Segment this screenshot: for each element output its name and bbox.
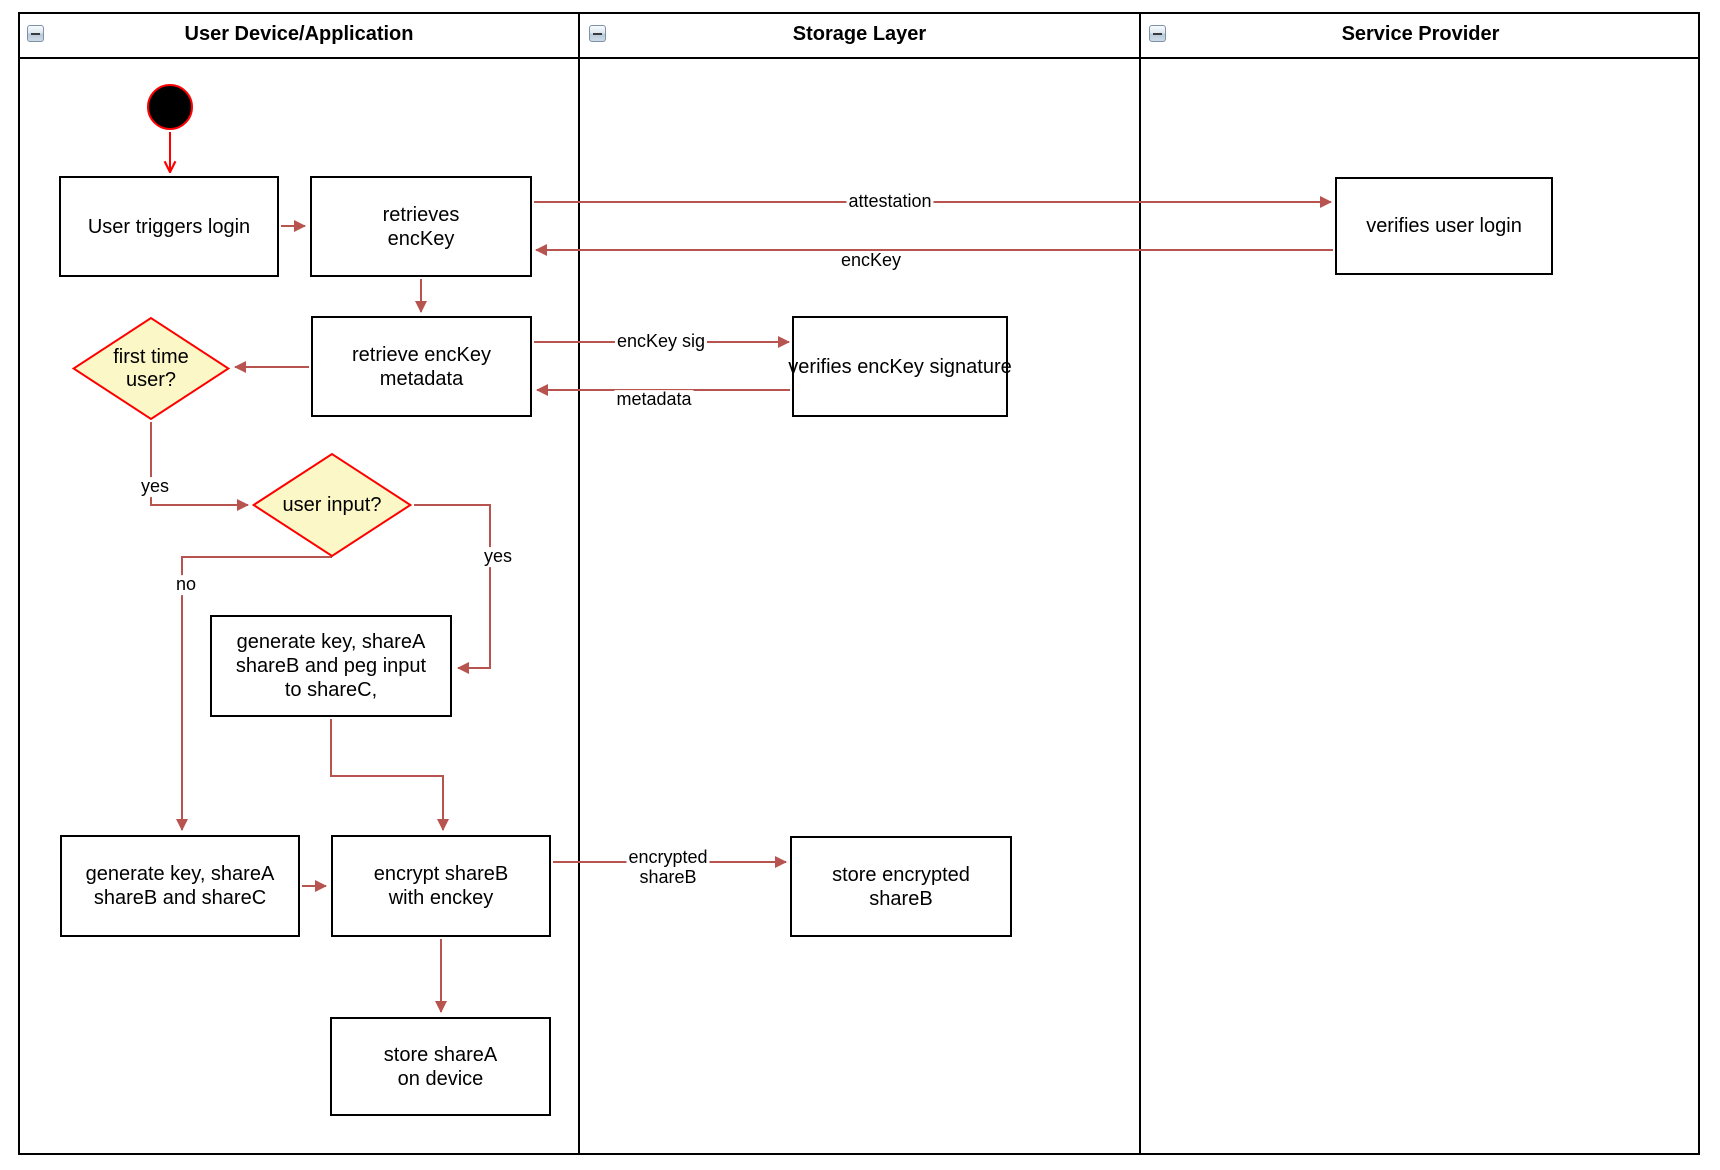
collapse-lane-button[interactable] — [589, 25, 606, 42]
connector-user-input-no[interactable] — [176, 556, 332, 831]
activity-retrieves-enckey[interactable]: retrieves encKey — [310, 176, 532, 277]
activity-verifies-user-login[interactable]: verifies user login — [1335, 177, 1553, 275]
activity-label: retrieve encKey metadata — [352, 343, 491, 390]
activity-generate-key-sharec[interactable]: generate key, shareA shareB and shareC — [60, 835, 300, 937]
activity-retrieve-enckey-metadata[interactable]: retrieve encKey metadata — [311, 316, 532, 417]
diamond-shape — [72, 317, 230, 420]
diamond-shape — [252, 453, 412, 557]
activity-verifies-enckey-signature[interactable]: verifies encKey signature — [788, 316, 1012, 417]
swimlane-title-user-device: User Device/Application — [184, 23, 414, 45]
connector-user-input-yes[interactable] — [414, 504, 491, 674]
edge-label-attestation[interactable]: attestation — [846, 191, 934, 212]
edge-label-enckey-sig[interactable]: encKey sig — [614, 331, 708, 352]
connector-peg-to-encrypt[interactable] — [330, 719, 449, 831]
minus-icon — [593, 32, 602, 35]
activity-store-encrypted-shareb[interactable]: store encrypted shareB — [790, 836, 1012, 937]
activity-label: generate key, shareA shareB and peg inpu… — [235, 631, 427, 701]
edge-label-yes-first-time[interactable]: yes — [138, 476, 172, 497]
activity-label: verifies encKey signature — [788, 355, 1012, 378]
decision-label: first time user? — [113, 345, 189, 391]
collapse-lane-button[interactable] — [27, 25, 44, 42]
activity-label: encrypt shareB with enckey — [373, 863, 509, 909]
lane-divider-1 — [578, 12, 580, 1155]
lane-divider-2 — [1139, 12, 1141, 1155]
connector-first-time-yes[interactable] — [150, 422, 249, 511]
edge-label-no-user-input[interactable]: no — [173, 574, 199, 595]
collapse-lane-button[interactable] — [1149, 25, 1166, 42]
activity-label: store shareA on device — [383, 1043, 498, 1090]
activity-user-triggers-login[interactable]: User triggers login — [59, 176, 279, 277]
edge-label-yes-user-input[interactable]: yes — [481, 546, 515, 567]
start-node[interactable] — [147, 84, 193, 130]
activity-label: generate key, shareA shareB and shareC — [85, 863, 275, 909]
activity-store-sharea-on-device[interactable]: store shareA on device — [330, 1017, 551, 1116]
minus-icon — [31, 32, 40, 35]
activity-generate-key-peg-input[interactable]: generate key, shareA shareB and peg inpu… — [210, 615, 452, 717]
activity-label: User triggers login — [87, 215, 251, 238]
activity-encrypt-shareb[interactable]: encrypt shareB with enckey — [331, 835, 551, 937]
decision-user-input[interactable]: user input? — [252, 453, 412, 557]
swimlane-title-storage-layer: Storage Layer — [792, 23, 927, 45]
activity-label: store encrypted shareB — [832, 863, 970, 910]
activity-label: verifies user login — [1366, 215, 1522, 237]
activity-label: retrieves encKey — [382, 203, 460, 250]
decision-label: user input? — [282, 493, 382, 516]
edge-label-enckey[interactable]: encKey — [838, 250, 904, 271]
swimlane-title-service-provider: Service Provider — [1341, 23, 1500, 45]
decision-first-time-user[interactable]: first time user? — [72, 317, 230, 420]
lane-header-divider — [18, 57, 1700, 59]
minus-icon — [1153, 32, 1162, 35]
edge-label-metadata[interactable]: metadata — [614, 389, 694, 410]
edge-label-encrypted-shareb[interactable]: encrypted shareB — [626, 847, 710, 888]
